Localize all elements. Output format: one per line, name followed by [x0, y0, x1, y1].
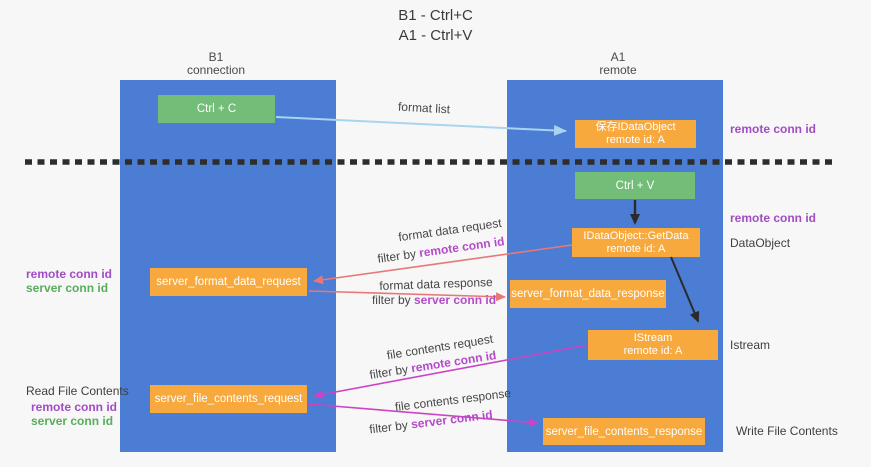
remote-conn-id-label-left-2: remote conn id	[31, 400, 118, 414]
right-column-name: A1	[610, 50, 626, 64]
server-file-contents-response-box: server_file_contents_response	[543, 418, 705, 445]
format-list-arrow-label: format list	[397, 99, 451, 117]
remote-conn-id-label-top-right: remote conn id	[730, 122, 817, 136]
dataobject-label: DataObject	[730, 236, 791, 250]
left-column-header: B1 connection	[136, 51, 296, 77]
istream-side-label: Istream	[730, 338, 771, 352]
title-line-1: B1 - Ctrl+C	[398, 7, 473, 24]
save-idataobject-title: 保存IDataObject	[595, 121, 676, 133]
right-column-role: remote	[599, 63, 637, 77]
remote-conn-id-label-mid-right: remote conn id	[730, 211, 817, 225]
write-file-contents-label: Write File Contents	[736, 424, 838, 438]
server-format-data-request-label: server_format_data_request	[156, 276, 301, 288]
ctrl-v-box: Ctrl + V	[575, 172, 695, 199]
diagram-title: B1 - Ctrl+C A1 - Ctrl+V	[0, 6, 871, 46]
format-data-response-filter-label: filter by server conn id	[371, 293, 497, 307]
left-column-role: connection	[186, 63, 246, 77]
idataobject-getdata-box: IDataObject::GetData remote id: A	[572, 228, 700, 257]
istream-title: IStream	[633, 332, 673, 344]
getdata-subtitle: remote id: A	[606, 242, 666, 255]
server-conn-id-inline: server conn id	[414, 293, 497, 307]
save-idataobject-box: 保存IDataObject remote id: A	[575, 120, 696, 148]
title-line-2: A1 - Ctrl+V	[398, 27, 473, 44]
server-format-data-response-box: server_format_data_response	[510, 280, 666, 308]
server-file-contents-request-label: server_file_contents_request	[154, 393, 303, 405]
server-format-data-response-label: server_format_data_response	[511, 288, 665, 300]
right-column-header: A1 remote	[538, 51, 698, 77]
server-conn-id-label-left-2: server conn id	[31, 414, 114, 428]
server-format-data-request-box: server_format_data_request	[150, 268, 307, 296]
istream-subtitle: remote id: A	[623, 345, 683, 357]
server-conn-id-label-left-1: server conn id	[26, 281, 109, 295]
server-file-contents-request-box: server_file_contents_request	[150, 385, 307, 413]
ctrl-c-box: Ctrl + C	[158, 95, 275, 123]
ctrl-c-label: Ctrl + C	[196, 103, 237, 115]
ctrl-v-label: Ctrl + V	[615, 179, 655, 192]
read-file-contents-label: Read File Contents	[26, 384, 129, 398]
getdata-title: IDataObject::GetData	[583, 229, 689, 242]
server-file-contents-response-label: server_file_contents_response	[545, 425, 703, 438]
istream-box: IStream remote id: A	[588, 330, 718, 360]
remote-conn-id-label-left-1: remote conn id	[26, 267, 113, 281]
save-idataobject-subtitle: remote id: A	[606, 134, 665, 146]
left-column-name: B1	[208, 50, 224, 64]
